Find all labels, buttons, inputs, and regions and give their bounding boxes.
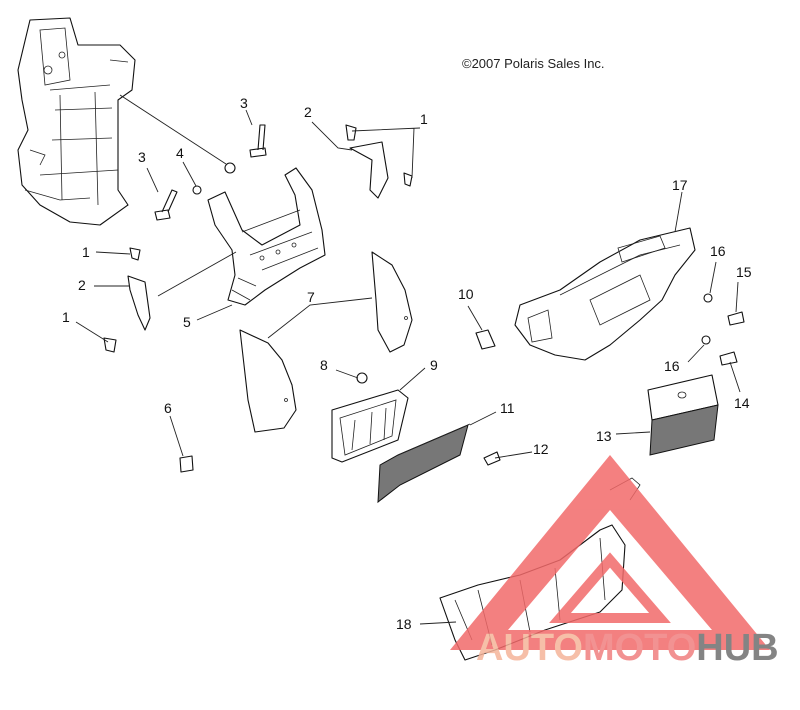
clip-part-1-right [403, 172, 413, 187]
callout-18: 18 [396, 616, 412, 632]
screw-part-12 [483, 451, 501, 466]
watermark-hub: HUB [696, 627, 778, 669]
callout-8: 8 [320, 357, 328, 373]
bolt-part-14 [719, 351, 738, 366]
grille-frame-part-9 [331, 389, 409, 463]
watermark-triangle-icon [450, 455, 770, 650]
callout-15: 15 [736, 264, 752, 280]
callout-3-upper: 3 [240, 95, 248, 111]
vehicle-frame [17, 17, 136, 226]
front-cover-part-17 [514, 227, 696, 361]
watermark-text: AUTOMOTOHUB [476, 627, 779, 669]
leader-lines [75, 94, 741, 625]
decal-part-10 [475, 329, 496, 350]
callout-10: 10 [458, 286, 474, 302]
callout-labels: 1 1 1 2 2 3 3 4 5 6 7 8 9 10 11 12 13 14… [62, 95, 752, 632]
callout-1-left-upper: 1 [82, 244, 90, 260]
callout-4: 4 [176, 145, 184, 161]
grille-plate-part-13 [647, 374, 719, 456]
washer-part-16-upper [703, 293, 713, 303]
bracket-part-2-top [349, 141, 389, 199]
callout-12: 12 [533, 441, 549, 457]
front-bracket-part-5 [207, 167, 326, 306]
callout-11: 11 [500, 400, 515, 416]
callout-6: 6 [164, 400, 172, 416]
callout-14: 14 [734, 395, 750, 411]
bolt-part-3-lower [154, 189, 178, 221]
mesh-screen-part-11 [377, 423, 471, 504]
callout-13: 13 [596, 428, 612, 444]
watermark-inner-triangle-icon [549, 552, 671, 623]
washer-part-4 [192, 185, 202, 195]
bolt-part-3-upper [249, 124, 267, 158]
watermark-moto: MOTO [583, 627, 696, 669]
bracket-part-2-left [127, 275, 151, 331]
hardware [103, 124, 745, 473]
nut-part-8 [356, 372, 368, 384]
copyright-text: ©2007 Polaris Sales Inc. [462, 56, 605, 71]
left-side-panel-part-7 [239, 329, 297, 433]
callout-7: 7 [307, 289, 315, 305]
screw-part-6 [179, 455, 194, 473]
callout-1-left-lower: 1 [62, 309, 70, 325]
callout-2-left: 2 [78, 277, 86, 293]
callout-2-top: 2 [304, 104, 312, 120]
callout-16-upper: 16 [710, 243, 726, 259]
callout-17: 17 [672, 177, 688, 193]
callout-1-top-right: 1 [420, 111, 428, 127]
nut-part-4 [224, 162, 236, 174]
clip-part-1-top [345, 124, 357, 141]
bolt-part-15 [727, 311, 745, 326]
callout-3-lower: 3 [138, 149, 146, 165]
right-side-panel-part-7 [371, 251, 413, 353]
callout-5: 5 [183, 314, 191, 330]
washer-part-16-lower [701, 335, 711, 345]
watermark-auto: AUTO [476, 627, 583, 669]
callout-9: 9 [430, 357, 438, 373]
watermark-logo: AUTOMOTOHUB [450, 455, 779, 669]
clip-part-1-left [129, 247, 141, 261]
callout-16-lower: 16 [664, 358, 680, 374]
